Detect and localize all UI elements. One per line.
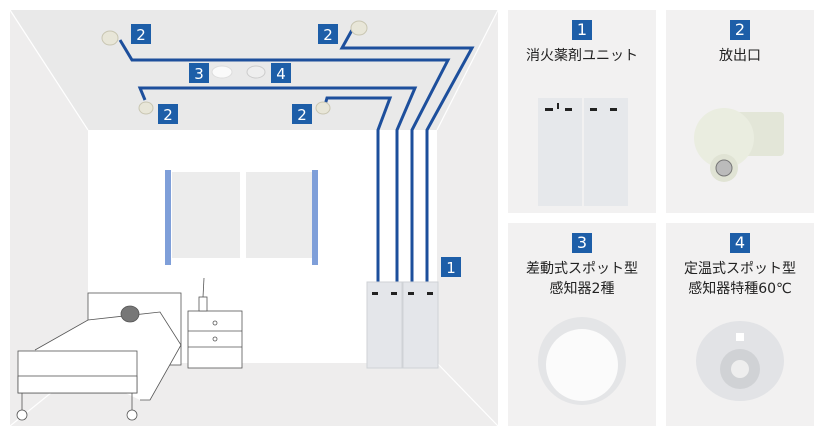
card-number: 3 — [572, 233, 592, 253]
svg-text:1: 1 — [446, 259, 456, 277]
card-title: 消火薬剤ユニット — [526, 48, 638, 64]
room-diagram: 2 2 3 4 2 2 1 — [9, 9, 499, 427]
svg-text:2: 2 — [136, 26, 146, 44]
extinguisher-unit-image — [538, 98, 628, 206]
card-number: 2 — [730, 20, 750, 40]
extinguisher-unit — [366, 281, 439, 369]
svg-text:2: 2 — [297, 106, 307, 124]
svg-text:2: 2 — [163, 106, 173, 124]
svg-text:4: 4 — [276, 65, 286, 83]
diff-detector-icon — [211, 65, 233, 79]
card-extinguisher-unit: 1 消火薬剤ユニット — [508, 10, 656, 213]
card-number: 1 — [572, 20, 592, 40]
card-title: 放出口 — [719, 48, 761, 64]
diagram-labels: 2 2 3 4 2 2 1 — [131, 24, 461, 277]
card-diff-detector: 3 差動式スポット型 感知器2種 — [508, 223, 656, 426]
card-title-line2: 感知器特種60℃ — [688, 281, 792, 297]
svg-text:3: 3 — [194, 65, 204, 83]
diff-detector-image — [538, 317, 626, 405]
svg-text:2: 2 — [323, 26, 333, 44]
card-nozzle: 2 放出口 — [666, 10, 814, 213]
pipes — [118, 29, 475, 282]
card-title-line1: 差動式スポット型 — [526, 261, 638, 277]
nozzle-icons — [101, 20, 368, 115]
card-fixed-detector: 4 定温式スポット型 感知器特種60℃ — [666, 223, 814, 426]
nightstand — [187, 277, 243, 369]
fixed-detector-image — [696, 321, 784, 401]
bed — [16, 292, 182, 421]
card-title-line2: 感知器2種 — [549, 281, 615, 297]
window — [165, 170, 318, 265]
fixed-detector-icon — [246, 65, 266, 79]
card-title-line1: 定温式スポット型 — [684, 261, 796, 277]
card-number: 4 — [730, 233, 750, 253]
nozzle-image — [694, 108, 784, 182]
